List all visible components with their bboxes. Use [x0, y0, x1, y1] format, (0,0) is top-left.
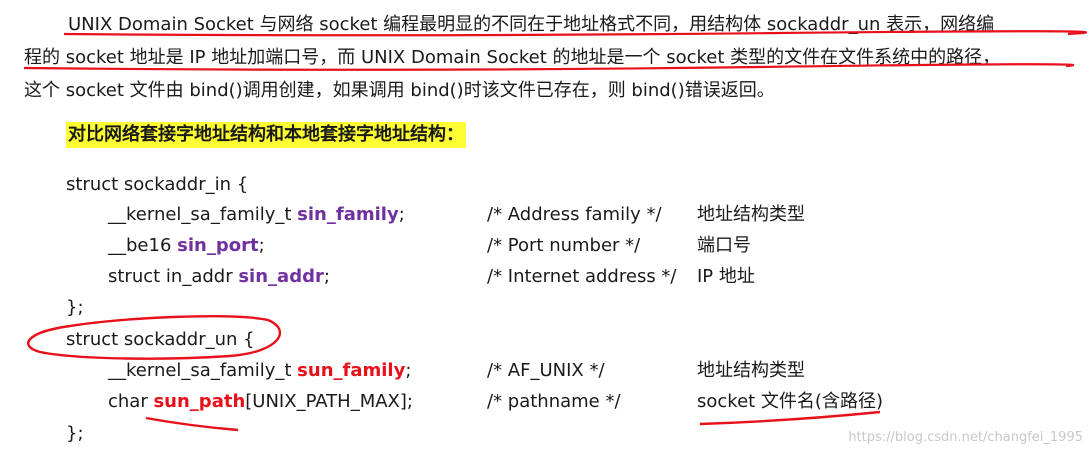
field-name-sin-port: sin_port — [177, 235, 259, 256]
field-suffix: ; — [405, 360, 412, 381]
struct-in-close: }; — [66, 297, 84, 318]
highlighted-heading: 对比网络套接字地址结构和本地套接字地址结构： — [66, 122, 466, 148]
field-note: socket 文件名(含路径) — [697, 391, 883, 412]
field-name-sin-family: sin_family — [297, 204, 399, 225]
field-note: 地址结构类型 — [697, 204, 805, 225]
field-suffix: ; — [323, 266, 330, 287]
struct-in-open: struct sockaddr_in { — [66, 174, 249, 195]
field-suffix: ; — [398, 204, 405, 225]
intro-paragraph-3: 这个 socket 文件由 bind()调用创建，如果调用 bind()时该文件… — [24, 74, 1070, 107]
field-note: 地址结构类型 — [697, 360, 805, 381]
intro-line-2: 程的 socket 地址是 IP 地址加端口号，而 UNIX Domain So… — [24, 47, 1001, 68]
struct-un-field-row: char sun_path[UNIX_PATH_MAX]; — [108, 389, 413, 415]
field-type: __be16 — [108, 235, 178, 256]
field-comment: /* Internet address */ — [487, 266, 677, 287]
intro-paragraph: UNIX Domain Socket 与网络 socket 编程最明显的不同在于… — [24, 8, 1070, 41]
struct-in-field-row: __kernel_sa_family_t sin_family; — [108, 202, 405, 228]
intro-paragraph-2: 程的 socket 地址是 IP 地址加端口号，而 UNIX Domain So… — [24, 41, 1070, 74]
field-name-sun-family: sun_family — [297, 360, 406, 381]
field-name-sun-path: sun_path — [153, 391, 246, 412]
field-type: __kernel_sa_family_t — [108, 204, 298, 225]
intro-line-1: UNIX Domain Socket 与网络 socket 编程最明显的不同在于… — [68, 14, 995, 35]
field-note: 端口号 — [697, 235, 751, 256]
field-comment: /* AF_UNIX */ — [487, 360, 605, 381]
struct-un-open: struct sockaddr_un { — [66, 329, 255, 350]
field-type: struct in_addr — [108, 266, 239, 287]
field-comment: /* Port number */ — [487, 235, 641, 256]
underline-sun-path — [145, 416, 239, 432]
field-comment: /* pathname */ — [487, 391, 621, 412]
field-comment: /* Address family */ — [487, 204, 662, 225]
field-note: IP 地址 — [697, 266, 755, 287]
field-type: __kernel_sa_family_t — [108, 360, 298, 381]
struct-in-field-row: __be16 sin_port; — [108, 233, 265, 259]
intro-line-3: 这个 socket 文件由 bind()调用创建，如果调用 bind()时该文件… — [24, 80, 775, 101]
struct-un-field-row: __kernel_sa_family_t sun_family; — [108, 358, 411, 384]
watermark: https://blog.csdn.net/changfei_1995 — [848, 430, 1083, 445]
struct-un-close: }; — [66, 423, 84, 444]
field-suffix: [UNIX_PATH_MAX]; — [245, 391, 413, 412]
field-type: char — [108, 391, 154, 412]
field-suffix: ; — [258, 235, 265, 256]
struct-in-field-row: struct in_addr sin_addr; — [108, 264, 330, 290]
field-name-sin-addr: sin_addr — [238, 266, 324, 287]
